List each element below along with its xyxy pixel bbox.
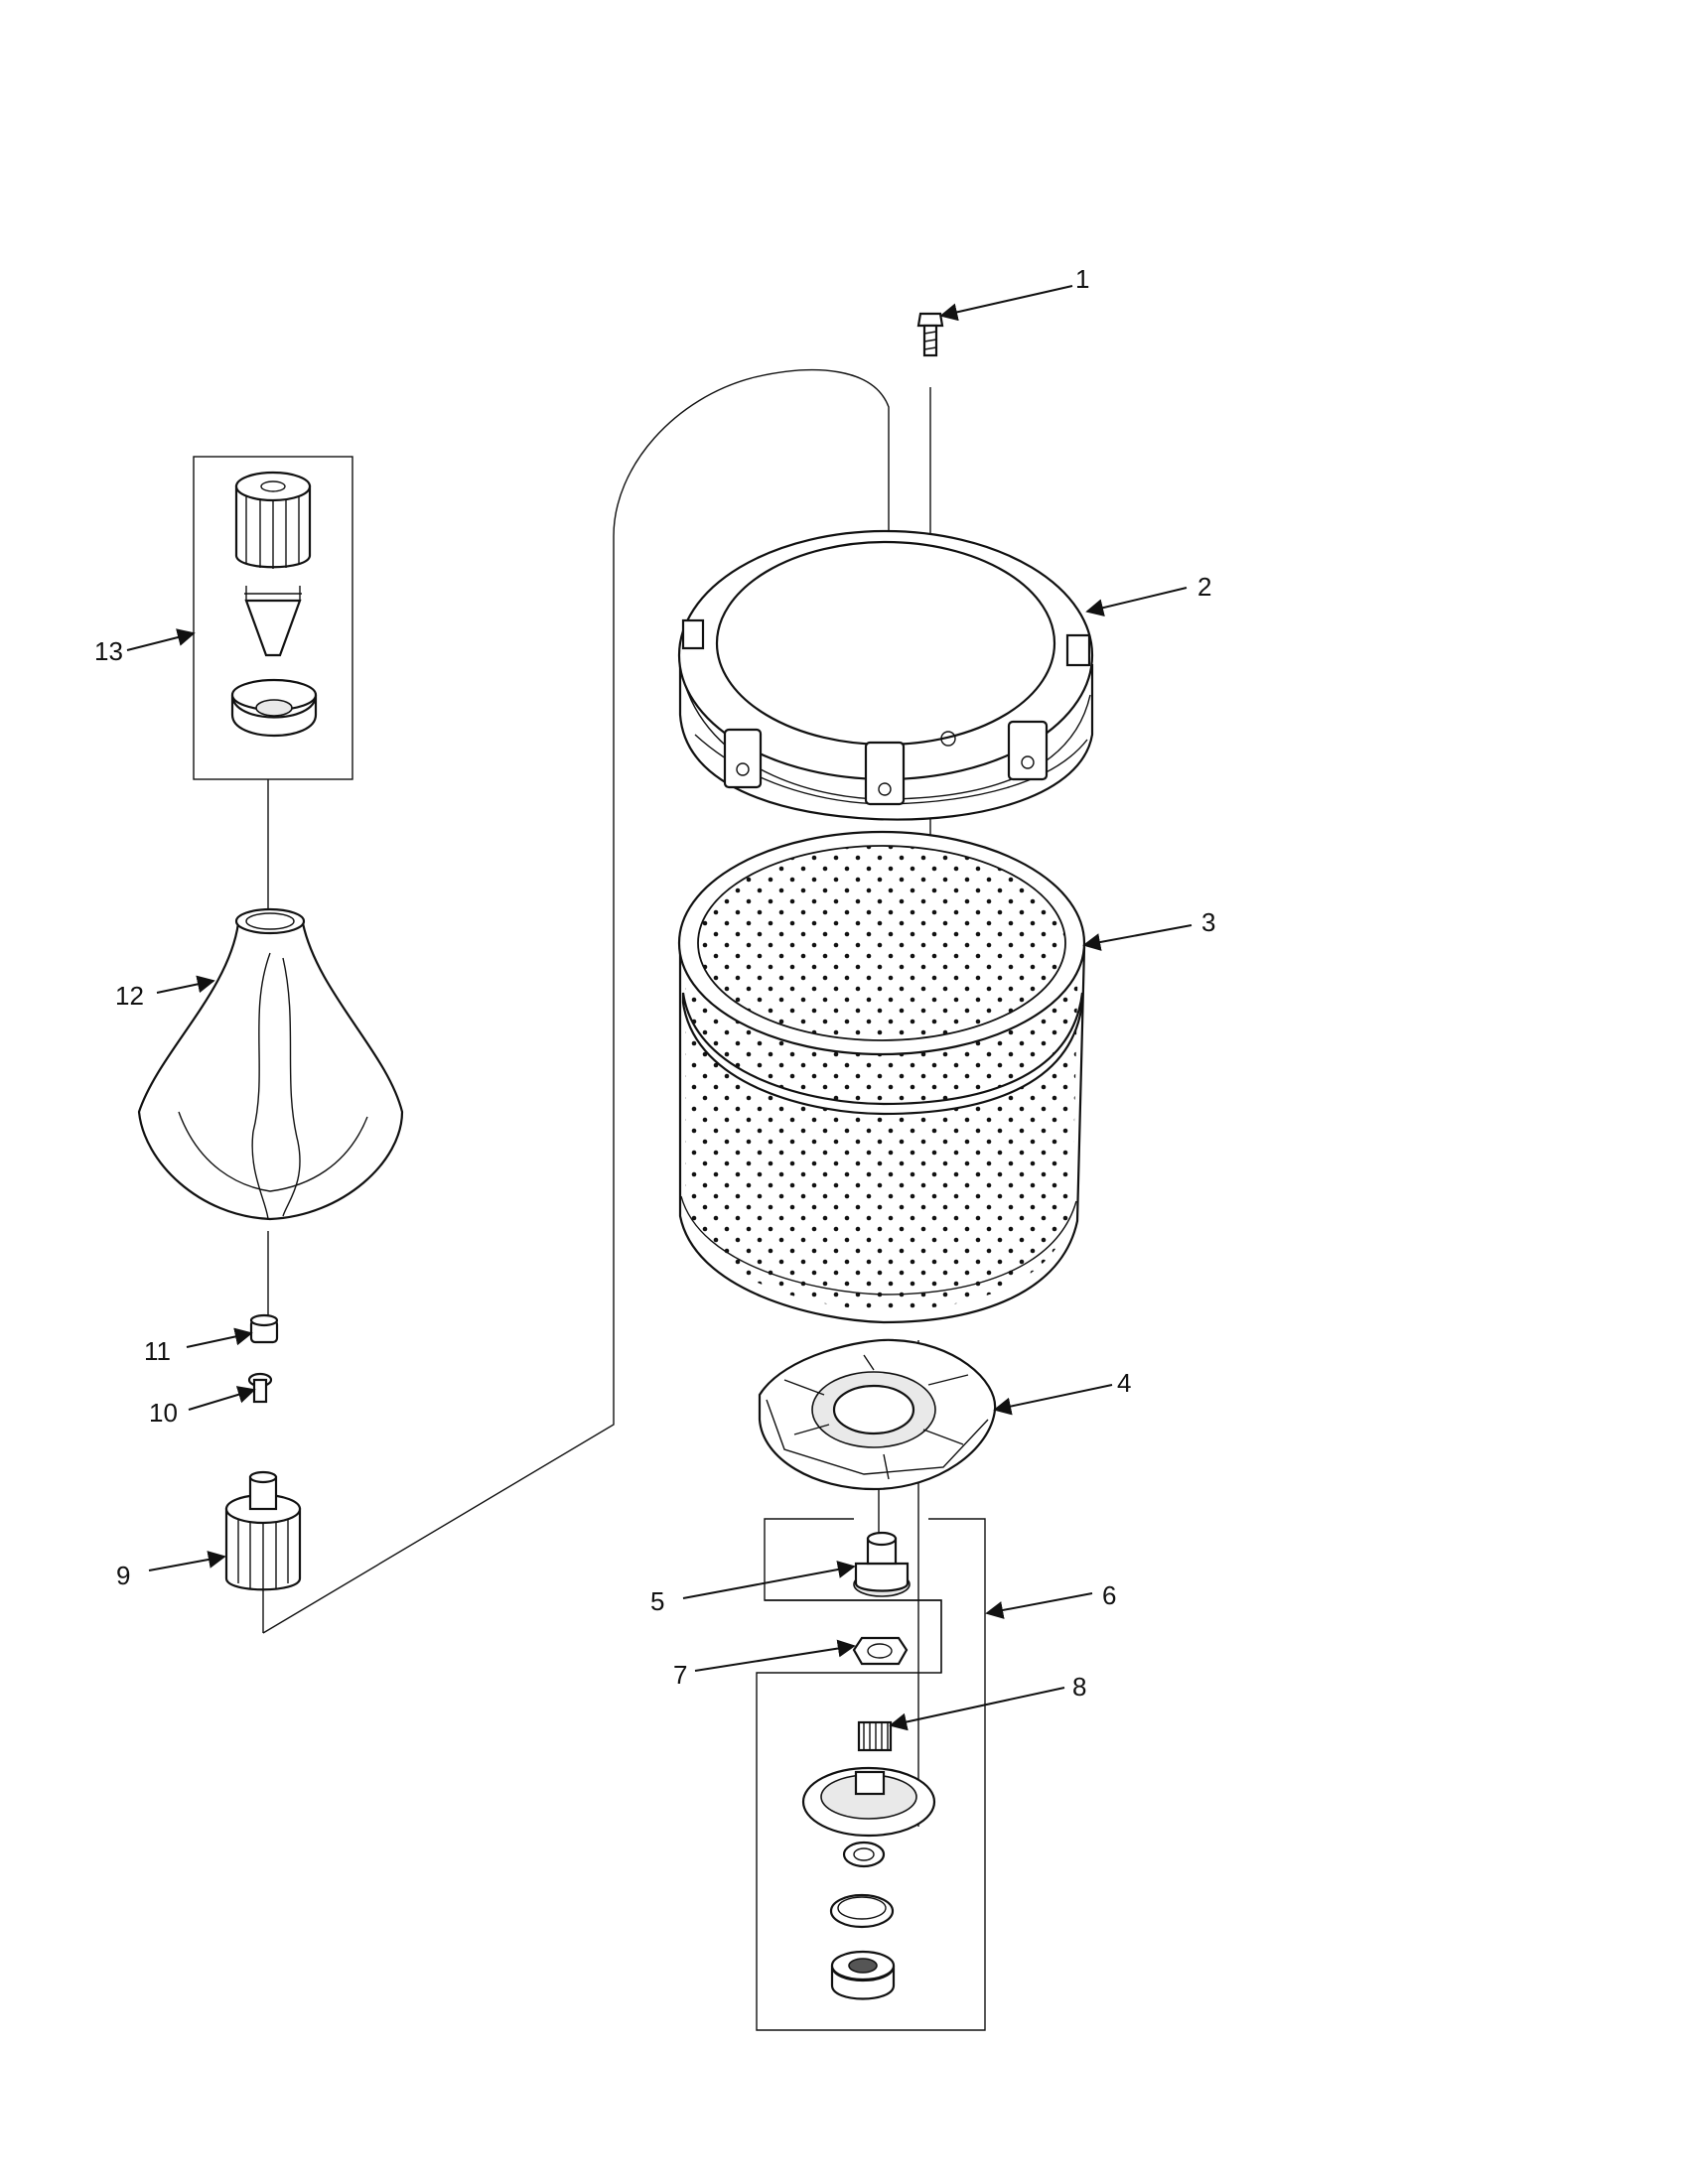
callout-8: 8 — [1072, 1672, 1086, 1702]
part-2-tub-ring — [677, 529, 1094, 821]
bracket-kit-6 — [756, 1518, 986, 2031]
callout-1: 1 — [1075, 264, 1089, 294]
part-10-bolt — [247, 1372, 273, 1404]
part-1-screw — [916, 312, 944, 357]
callout-2: 2 — [1197, 572, 1211, 602]
callout-7: 7 — [673, 1660, 687, 1690]
part-11-bushing — [249, 1313, 279, 1344]
part-3-basket — [677, 830, 1086, 1324]
part-12-agitator — [137, 907, 404, 1221]
callout-13: 13 — [94, 636, 123, 666]
callout-6: 6 — [1102, 1580, 1116, 1610]
part-6-lower-kit-components — [801, 1766, 936, 2000]
callout-5: 5 — [650, 1586, 664, 1616]
part-9-agitator-cap — [224, 1470, 302, 1591]
callout-4: 4 — [1117, 1368, 1131, 1398]
part-4-hub-plate — [758, 1338, 997, 1491]
part-7-nut — [852, 1636, 909, 1666]
callout-leaders — [126, 285, 1193, 1731]
callout-10: 10 — [149, 1398, 178, 1428]
part-5-bearing — [853, 1531, 911, 1597]
callout-labels: 1 2 3 4 5 6 7 8 9 10 11 12 13 — [94, 264, 1215, 1702]
part-8-gear — [857, 1720, 893, 1752]
callout-12: 12 — [115, 981, 144, 1011]
callout-9: 9 — [116, 1561, 130, 1590]
callout-11: 11 — [144, 1336, 171, 1366]
part-13-cap-kit — [230, 471, 318, 738]
callout-3: 3 — [1201, 907, 1215, 937]
bracket-kit-13 — [193, 456, 353, 780]
